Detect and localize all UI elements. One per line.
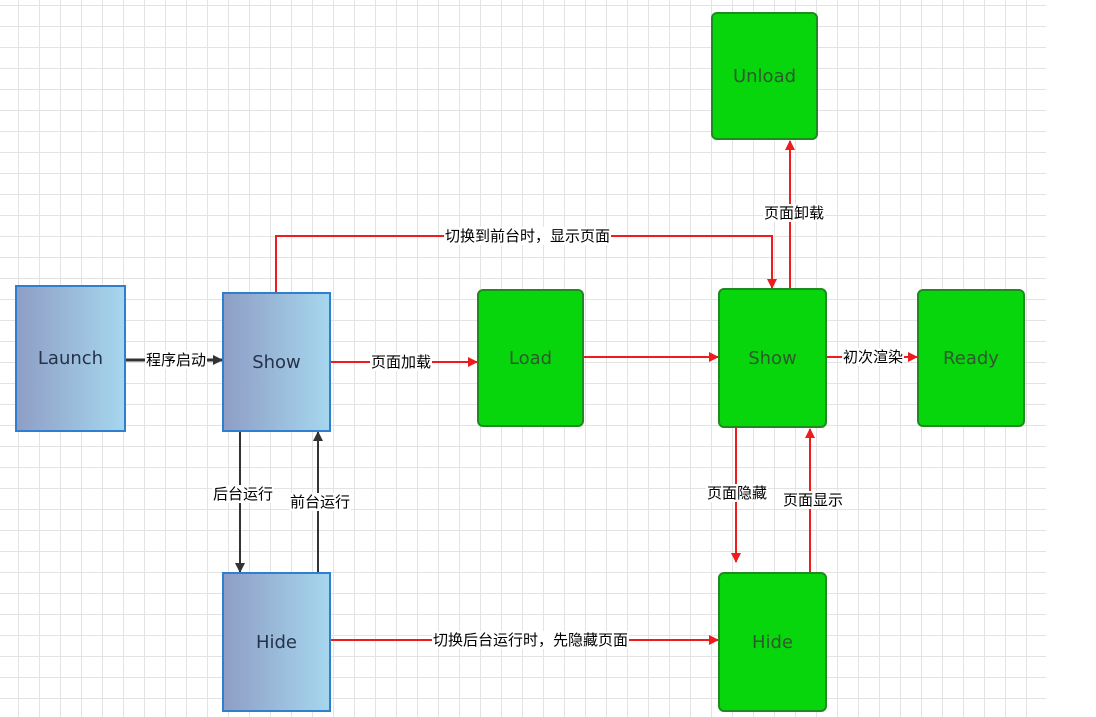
edge-label-page-unload: 页面卸载 bbox=[763, 204, 826, 222]
node-app-hide: Hide bbox=[222, 572, 331, 712]
node-page-hide-label: Hide bbox=[751, 631, 794, 653]
edge-label-switch-background-hide: 切换后台运行时，先隐藏页面 bbox=[432, 631, 630, 649]
canvas-right-margin bbox=[1046, 0, 1096, 717]
node-load-label: Load bbox=[508, 347, 553, 369]
edge-label-page-hide: 页面隐藏 bbox=[706, 484, 769, 502]
node-unload: Unload bbox=[711, 12, 818, 140]
node-app-show-label: Show bbox=[252, 351, 301, 373]
edge-label-first-render: 初次渲染 bbox=[842, 348, 905, 366]
node-page-show-label: Show bbox=[748, 347, 797, 369]
node-launch: Launch bbox=[15, 285, 126, 432]
edge-label-to-foreground: 前台运行 bbox=[289, 493, 352, 511]
edge-label-to-background: 后台运行 bbox=[212, 485, 275, 503]
node-ready: Ready bbox=[917, 289, 1025, 427]
node-load: Load bbox=[477, 289, 584, 427]
edge-label-app-launch: 程序启动 bbox=[145, 351, 208, 369]
node-unload-label: Unload bbox=[732, 65, 797, 87]
edge-label-page-load: 页面加载 bbox=[370, 353, 433, 371]
node-page-show: Show bbox=[718, 288, 827, 428]
node-app-show: Show bbox=[222, 292, 331, 432]
edge-label-page-show: 页面显示 bbox=[782, 491, 845, 509]
node-app-hide-label: Hide bbox=[255, 631, 298, 653]
edge-label-switch-foreground-show: 切换到前台时，显示页面 bbox=[444, 227, 612, 245]
node-ready-label: Ready bbox=[943, 347, 999, 369]
node-page-hide: Hide bbox=[718, 572, 827, 712]
node-launch-label: Launch bbox=[37, 348, 104, 369]
